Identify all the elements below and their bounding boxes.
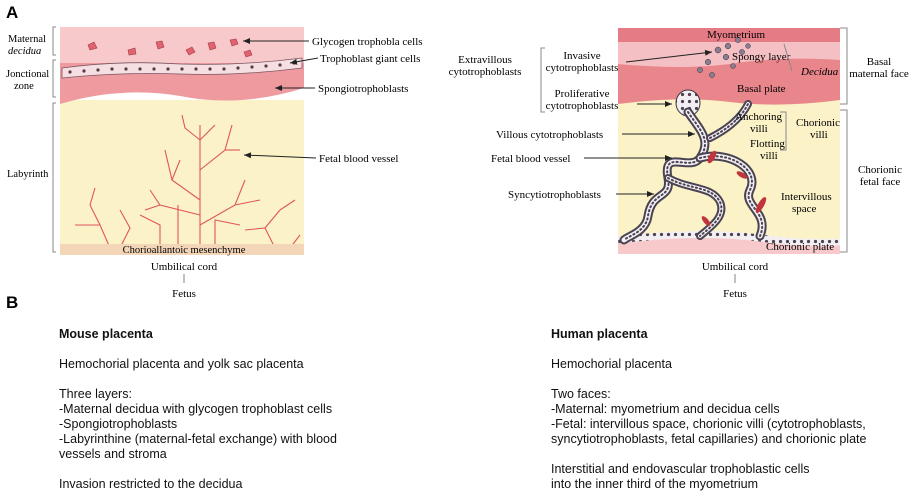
proliferative-label: Proliferative bbox=[555, 88, 610, 100]
chorionic-plate-border bbox=[617, 230, 841, 246]
proliferative-label-2: cytotrophoblasts bbox=[546, 100, 619, 112]
mesenchyme-label: Chorioallantoic mesenchyme bbox=[123, 245, 246, 256]
human-invasion-b: into the inner third of the myometrium bbox=[551, 477, 759, 491]
myometrium-label: Myometrium bbox=[707, 29, 765, 41]
human-summary-title: Human placenta bbox=[551, 327, 648, 341]
mesenchyme-strip bbox=[60, 244, 304, 255]
invasive-label-2: cytotrophoblasts bbox=[546, 62, 619, 74]
labyrinth-layer bbox=[60, 100, 304, 255]
maternal-face-label: maternal face bbox=[849, 68, 909, 80]
spongy-layer-label: Spongy layer bbox=[732, 51, 791, 63]
decidua-layer bbox=[60, 27, 304, 63]
human-summary: Human placenta Hemochorial placenta Two … bbox=[551, 327, 911, 492]
fetal-blood-vessels bbox=[75, 114, 301, 249]
syncytio-label: Syncytiotrophoblasts bbox=[508, 189, 601, 201]
zone-label: zone bbox=[14, 81, 34, 92]
villous-cyto-label: Villous cytotrophoblasts bbox=[496, 129, 603, 141]
mouse-umbilical-label: Umbilical cord bbox=[151, 261, 218, 273]
mouse-layer-1: -Maternal decidua with glycogen trophobl… bbox=[59, 402, 333, 416]
labyrinth-label: Labyrinth bbox=[7, 169, 49, 180]
intervillous-label: Intervillous bbox=[781, 191, 832, 203]
extravillous-label: Extravillous bbox=[458, 54, 512, 66]
panel-label-b: B bbox=[6, 293, 19, 312]
flotting-villi-label: villi bbox=[760, 150, 778, 162]
extravillous-label-2: cytotrophoblasts bbox=[449, 66, 522, 78]
maternal-label: Maternal bbox=[8, 34, 46, 45]
chorionic-plate-label: Chorionic plate bbox=[766, 241, 834, 253]
human-face-2a: -Fetal: intervillous space, chorionic vi… bbox=[551, 417, 866, 431]
human-umbilical-label: Umbilical cord bbox=[702, 261, 769, 273]
villous-tree bbox=[619, 100, 767, 245]
human-face-2b: syncytiotrophoblasts, fetal capillaries)… bbox=[551, 432, 867, 446]
invasive-label: Invasive bbox=[563, 50, 600, 62]
human-fetus-label: Fetus bbox=[723, 288, 747, 300]
basal-face-label: Basal bbox=[867, 56, 891, 68]
spongio-callout: Spongiotrophoblasts bbox=[318, 83, 408, 95]
mouse-summary: Mouse placenta Hemochorial placenta and … bbox=[59, 327, 389, 492]
human-fetal-vessel-label: Fetal blood vessel bbox=[491, 153, 570, 165]
mouse-callout-arrows bbox=[243, 38, 319, 159]
space-label: space bbox=[792, 203, 817, 215]
panel-label-a: A bbox=[6, 3, 18, 22]
human-invasion-a: Interstitial and endovascular trophoblas… bbox=[551, 462, 810, 476]
basal-plate-label: Basal plate bbox=[737, 83, 786, 95]
invasive-cells bbox=[697, 37, 751, 78]
human-faces-head: Two faces: bbox=[551, 387, 611, 401]
mouse-layer-3b: vessels and stroma bbox=[59, 447, 167, 461]
fetal-capillaries bbox=[701, 150, 767, 226]
human-face-1: -Maternal: myometrium and decidua cells bbox=[551, 402, 780, 416]
mouse-layer-2: -Spongiotrophoblasts bbox=[59, 417, 178, 431]
anchoring-villi-label: villi bbox=[750, 123, 768, 135]
mouse-summary-type: Hemochorial placenta and yolk sac placen… bbox=[59, 357, 304, 371]
mouse-left-brackets bbox=[52, 26, 56, 253]
giant-cells-callout: Trophoblast giant cells bbox=[320, 53, 420, 65]
mouse-layer-3a: -Labyrinthine (maternal-fetal exchange) … bbox=[59, 432, 337, 446]
mouse-fetus-label: Fetus bbox=[172, 288, 196, 300]
flotting-label: Flotting bbox=[750, 138, 785, 150]
human-inner-brackets bbox=[780, 27, 848, 253]
mouse-placenta-diagram: Chorioallantoic mesenchyme Maternal deci… bbox=[6, 26, 423, 300]
anchoring-label: Anchoring bbox=[735, 111, 783, 123]
mouse-summary-title: Mouse placenta bbox=[59, 327, 153, 341]
chorionic-villi-label-2: villi bbox=[810, 129, 828, 141]
human-callout-arrows bbox=[584, 49, 713, 197]
human-summary-type: Hemochorial placenta bbox=[551, 357, 672, 371]
chorionic-villi-label: Chorionic bbox=[796, 117, 840, 129]
giant-cells-row bbox=[61, 57, 303, 79]
fetal-vessel-callout: Fetal blood vessel bbox=[319, 153, 398, 165]
evt-bracket bbox=[540, 47, 545, 113]
human-placenta-diagram: Myometrium Spongy layer Decidua Basal pl… bbox=[449, 27, 909, 300]
mouse-layers-head: Three layers: bbox=[59, 387, 132, 401]
fetal-face-label: fetal face bbox=[860, 176, 901, 188]
glycogen-callout: Glycogen trophobla cells bbox=[312, 36, 423, 48]
chorionic-face-label: Chorionic bbox=[858, 164, 902, 176]
mouse-invasion: Invasion restricted to the decidua bbox=[59, 477, 243, 491]
jonctional-label: Jonctional bbox=[6, 69, 49, 80]
decidua-label: decidua bbox=[8, 46, 41, 57]
placenta-figure: A bbox=[6, 3, 909, 300]
myometrium-layer bbox=[618, 28, 840, 42]
decidua-inside-label: Decidua bbox=[800, 66, 839, 78]
glycogen-cells bbox=[87, 38, 253, 58]
